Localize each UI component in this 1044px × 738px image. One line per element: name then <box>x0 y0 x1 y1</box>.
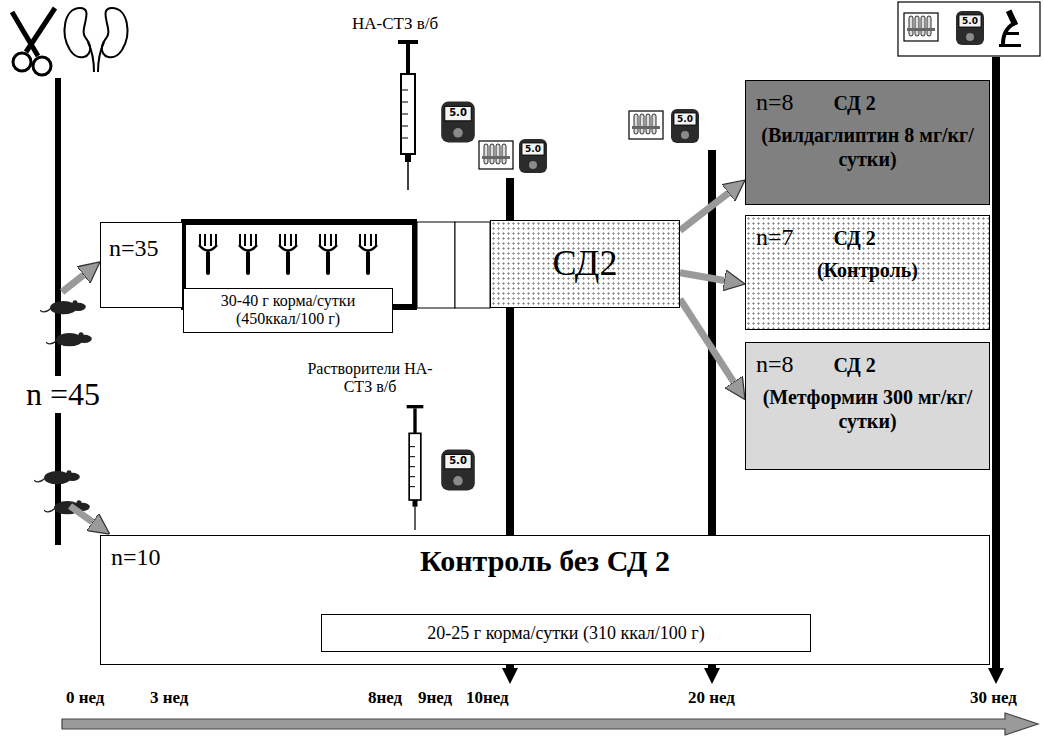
glucometer-icon <box>519 139 547 173</box>
glucometer-icon <box>956 11 984 45</box>
group-box: n=35 <box>100 222 183 308</box>
split-arrow <box>62 275 84 292</box>
tubes-icon <box>629 111 663 139</box>
group-size: n=8 <box>756 89 794 117</box>
glucometer-reading: 5.0 <box>445 106 471 120</box>
fork-icon <box>319 234 337 275</box>
treatment-text: (Вилдаглиптин 8 мг/кг/сутки) <box>756 123 979 171</box>
time-label: 30 нед <box>970 688 1017 708</box>
treatment-box: n=8 СД 2 (Вилдаглиптин 8 мг/кг/сутки) <box>745 80 990 205</box>
connector-arrow <box>680 273 724 281</box>
time-axis <box>62 713 1038 735</box>
control-title: Контроль без СД 2 <box>181 544 909 579</box>
tubes-icon <box>904 13 938 41</box>
syringe-icon <box>398 40 418 190</box>
band-segment <box>417 222 455 308</box>
group-size: n=8 <box>756 351 794 379</box>
injection-label: НА-СТЗ в/б <box>352 14 438 34</box>
timepoint-line <box>992 57 1000 668</box>
rat-icon <box>40 300 86 314</box>
group-title: СД 2 <box>834 227 876 250</box>
glucometer-reading: 5.0 <box>674 113 696 125</box>
group-title: СД 2 <box>834 92 876 115</box>
band-border <box>181 219 417 225</box>
diet-box: 20-25 г корма/сутки (310 ккал/100 г) <box>321 614 811 652</box>
heading-row: n=8 СД 2 <box>756 351 979 379</box>
tubes-icon <box>479 141 513 169</box>
split-arrow <box>70 506 93 522</box>
time-label: 8нед <box>368 688 402 708</box>
syringe-icon <box>407 405 424 530</box>
heading-row: n=7 СД 2 <box>756 224 979 252</box>
heading-row: n=8 СД 2 <box>756 89 979 117</box>
time-label: 10нед <box>466 688 509 708</box>
group-size: n=35 <box>109 235 174 263</box>
box-label: 20-25 г корма/сутки (310 ккал/100 г) <box>427 623 704 644</box>
group-size: n=10 <box>111 544 161 572</box>
time-label: 20 нед <box>688 688 735 708</box>
treatment-text: (Метформин 300 мг/кг/сутки) <box>756 385 979 433</box>
phase-box: СД2 <box>490 220 680 308</box>
box-label: 30-40 г корма/сутки (450ккал/100 г) <box>192 292 384 329</box>
analysis-box <box>898 2 1040 56</box>
band-border <box>412 219 417 310</box>
scissors-icon <box>12 8 55 75</box>
group-title: СД 2 <box>834 354 876 377</box>
connector-arrow <box>680 299 734 382</box>
glucometer-icon <box>441 102 475 143</box>
fork-icon <box>359 234 377 275</box>
cohort-size: n =45 <box>24 376 102 413</box>
control-box: n=10 Контроль без СД 2 20-25 г корма/сутки… <box>100 535 990 665</box>
glucometer-reading: 5.0 <box>522 143 544 155</box>
rat-icon <box>34 470 80 484</box>
glucometer-reading: 5.0 <box>959 15 981 27</box>
connector-line <box>680 193 728 231</box>
fork-icon <box>239 234 257 275</box>
rat-icon <box>46 332 92 346</box>
group-size: n=7 <box>756 224 794 252</box>
glucometer-reading: 5.0 <box>445 454 471 468</box>
glucometer-icon <box>671 109 699 143</box>
kidney-icon <box>65 8 128 72</box>
glucometer-icon <box>441 450 475 491</box>
treatment-box: n=7 СД 2 (Контроль) <box>745 215 990 330</box>
fork-icon <box>199 234 217 275</box>
treatment-box: n=8 СД 2 (Метформин 300 мг/кг/сутки) <box>745 342 990 470</box>
connector-line <box>680 273 724 281</box>
microscope-icon <box>999 9 1021 47</box>
injection-label: Растворители НА-СТЗ в/б <box>300 360 440 397</box>
connector-arrow <box>680 193 728 231</box>
connector-line <box>680 299 734 382</box>
time-label: 3 нед <box>150 688 188 708</box>
diet-box: 30-40 г корма/сутки (450ккал/100 г) <box>183 288 393 333</box>
time-label: 0 нед <box>66 688 104 708</box>
treatment-text: (Контроль) <box>756 258 979 282</box>
band-segment <box>455 222 490 308</box>
time-label: 9нед <box>418 688 452 708</box>
box-label: СД2 <box>553 243 618 284</box>
fork-icon <box>279 234 297 275</box>
